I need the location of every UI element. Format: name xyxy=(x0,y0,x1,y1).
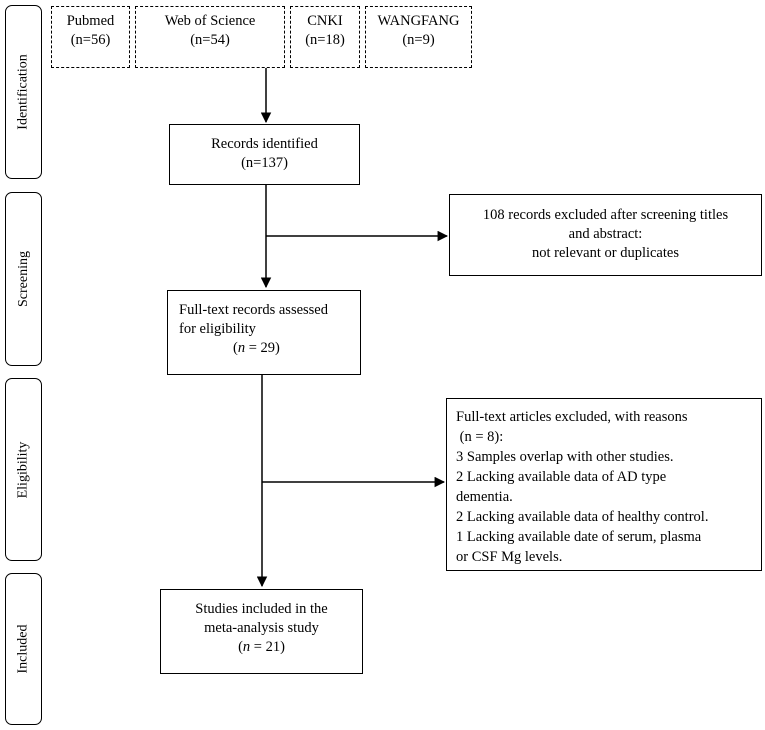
eligibility-text: dementia. xyxy=(456,489,513,505)
source-pubmed: Pubmed (n=56) xyxy=(51,6,130,68)
screening-excluded-text: not relevant or duplicates xyxy=(532,245,679,261)
included-text: meta-analysis study xyxy=(204,620,319,636)
eligibility-text: 2 Lacking available data of AD type xyxy=(456,469,667,485)
source-web-of-science: Web of Science (n=54) xyxy=(135,6,285,68)
screening-excluded-box: 108 records excluded after screening tit… xyxy=(449,194,762,276)
source-count: (n=56) xyxy=(70,32,111,48)
fulltext-n-value: = 29) xyxy=(245,340,280,356)
stage-identification: Identification xyxy=(5,5,42,179)
eligibility-excluded-box: Full-text articles excluded, with reason… xyxy=(446,398,762,571)
source-count: (n=9) xyxy=(402,32,435,48)
source-name: WANGFANG xyxy=(377,13,460,29)
source-name: Pubmed xyxy=(66,13,115,29)
source-name: Web of Science xyxy=(164,13,256,29)
source-wangfang: WANGFANG (n=9) xyxy=(365,6,472,68)
eligibility-text: 3 Samples overlap with other studies. xyxy=(456,449,674,465)
fulltext-count: (n = 29) xyxy=(233,340,280,356)
screening-excluded-text: 108 records excluded after screening tit… xyxy=(482,207,729,223)
eligibility-text: Full-text articles excluded, with reason… xyxy=(456,409,688,425)
n-symbol: n xyxy=(237,340,246,356)
eligibility-text: 1 Lacking available date of serum, plasm… xyxy=(456,529,702,545)
eligibility-text: 2 Lacking available data of healthy cont… xyxy=(456,509,709,525)
fulltext-text: for eligibility xyxy=(179,321,256,337)
source-count: (n=18) xyxy=(305,32,345,48)
n-symbol: n xyxy=(242,639,251,655)
stage-eligibility: Eligibility xyxy=(5,378,42,561)
included-count: (n = 21) xyxy=(238,639,285,655)
records-identified-count: (n=137) xyxy=(241,155,288,171)
eligibility-text: (n = 8): xyxy=(456,429,504,445)
records-identified-box: Records identified (n=137) xyxy=(169,124,360,185)
included-n-value: = 21) xyxy=(250,639,285,655)
stage-included: Included xyxy=(5,573,42,725)
fulltext-assessed-box: Full-text records assessed for eligibili… xyxy=(167,290,361,375)
screening-excluded-text: and abstract: xyxy=(568,226,643,242)
studies-included-box: Studies included in the meta-analysis st… xyxy=(160,589,363,674)
source-cnki: CNKI (n=18) xyxy=(290,6,360,68)
included-text: Studies included in the xyxy=(195,601,328,617)
fulltext-text: Full-text records assessed xyxy=(179,302,328,318)
stage-screening: Screening xyxy=(5,192,42,366)
source-count: (n=54) xyxy=(190,32,230,48)
records-identified-label: Records identified xyxy=(211,136,318,152)
eligibility-text: or CSF Mg levels. xyxy=(456,549,563,565)
source-name: CNKI xyxy=(307,13,343,29)
